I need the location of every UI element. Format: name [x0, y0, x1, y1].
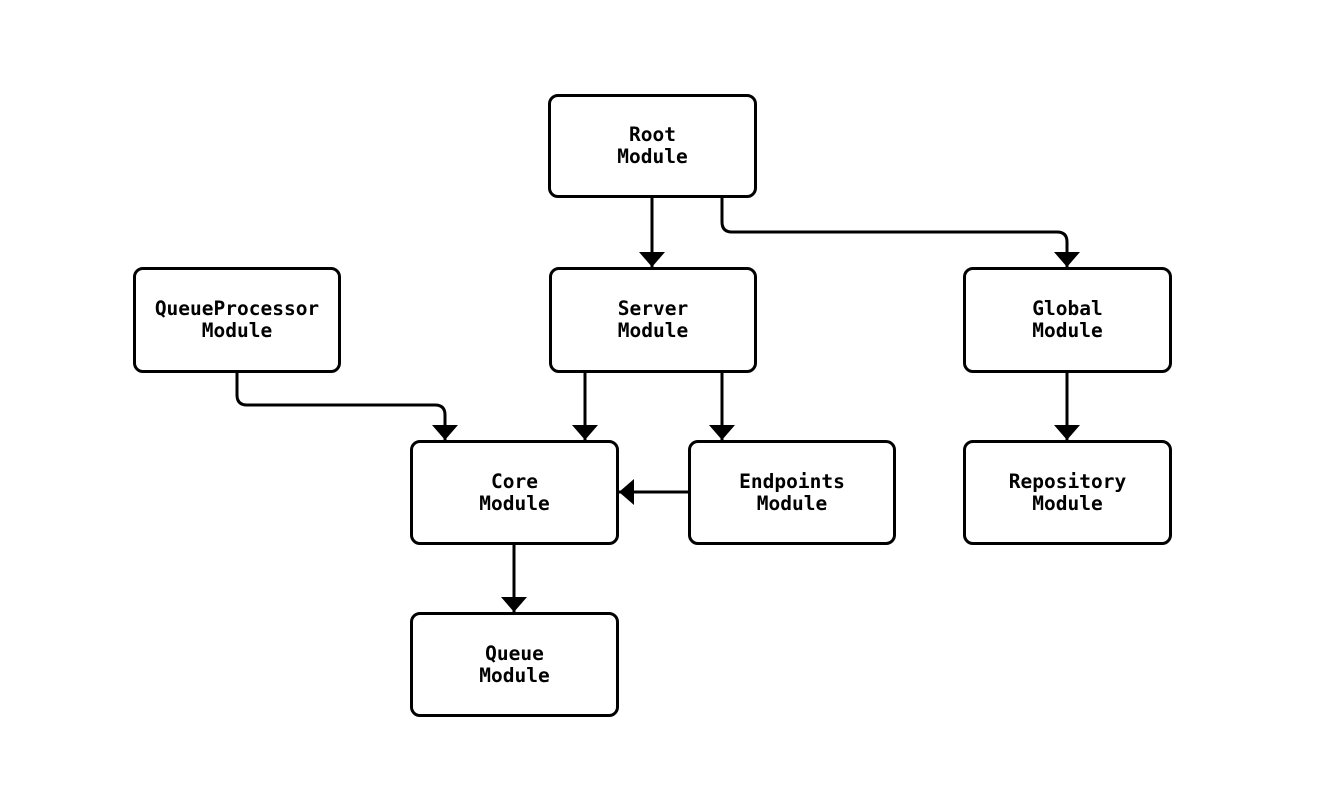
node-label-line: Module [617, 145, 688, 168]
node-label-line: Core [491, 469, 538, 493]
node-label-line: Module [201, 319, 273, 342]
node-label-line: Root [629, 123, 676, 146]
node-label-line: Module [756, 491, 828, 515]
edges-group [235, 198, 1080, 612]
edge-queueprocessor-core [235, 373, 458, 440]
node-label-line: Queue [485, 641, 544, 665]
node-label-line: Module [1032, 319, 1103, 342]
node-label-line: Repository [1008, 469, 1127, 493]
edge-root-global [720, 198, 1080, 267]
node-label-line: Module [479, 491, 550, 515]
node-label-line: Module [617, 319, 689, 342]
node-label-line: QueueProcessor [154, 297, 320, 320]
node-label-line: Module [479, 663, 550, 687]
node-label-line: Global [1032, 297, 1103, 320]
node-label-line: Module [1032, 491, 1103, 515]
node-label-line: Endpoints [739, 469, 845, 493]
node-label-line: Server [617, 297, 689, 320]
